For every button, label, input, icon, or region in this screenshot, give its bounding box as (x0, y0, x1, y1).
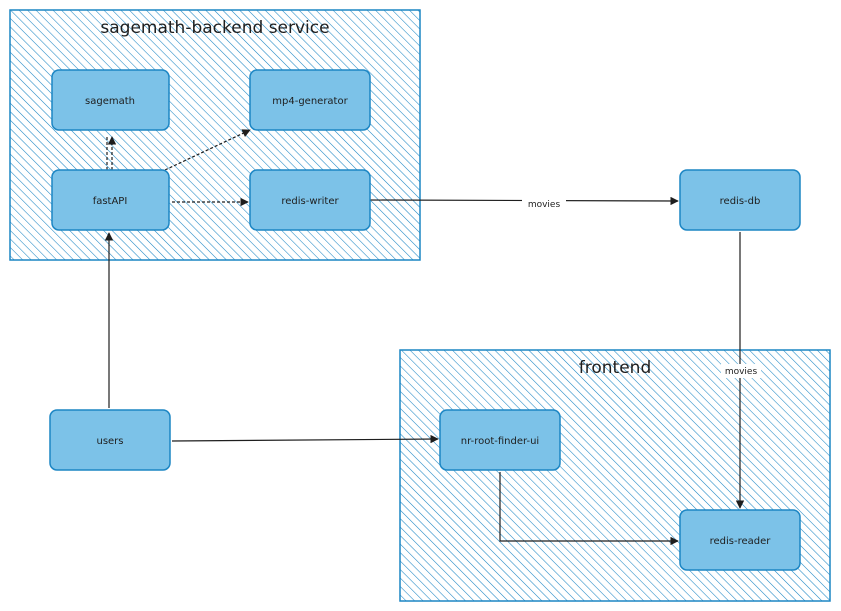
edge-label-bg-db-reader (721, 364, 761, 378)
node-redis-writer[interactable]: redis-writer (249, 169, 371, 231)
node-fastapi-label: fastAPI (93, 196, 128, 207)
node-fastapi-box (51, 169, 170, 231)
group-backend-label: sagemath-backend service (100, 18, 329, 38)
edge-nr-root-finder-ui-redis-reader (499, 472, 679, 546)
node-redis-reader-box (679, 509, 801, 571)
edge-users-nr-root-finder-ui (171, 434, 439, 444)
node-mp4-generator-box (249, 69, 371, 131)
node-redis-writer-box (249, 169, 371, 231)
node-users[interactable]: users (49, 409, 171, 471)
node-sagemath[interactable]: sagemath (51, 69, 170, 131)
node-redis-db-box (679, 169, 801, 231)
node-users-label: users (96, 436, 123, 447)
node-redis-writer-label: redis-writer (281, 196, 339, 207)
edge-fastapi-mp4-generator (164, 129, 251, 171)
edges: movies movies (104, 129, 761, 546)
node-mp4-generator[interactable]: mp4-generator (249, 69, 371, 131)
node-nr-root-finder-ui[interactable]: nr-root-finder-ui (439, 409, 561, 471)
node-users-box (49, 409, 171, 471)
node-fastapi[interactable]: fastAPI (51, 169, 170, 231)
node-redis-reader[interactable]: redis-reader (679, 509, 801, 571)
node-mp4-generator-label: mp4-generator (272, 96, 348, 107)
node-nr-root-finder-ui-box (439, 409, 561, 471)
edge-label-writer-db: movies (528, 200, 561, 210)
node-redis-db-label: redis-db (720, 196, 761, 207)
node-sagemath-label: sagemath (85, 96, 135, 107)
node-sagemath-box (51, 69, 170, 131)
node-redis-db[interactable]: redis-db (679, 169, 801, 231)
node-redis-reader-label: redis-reader (710, 536, 772, 547)
node-nr-root-finder-ui-label: nr-root-finder-ui (461, 436, 539, 447)
edge-label-bg-writer-db (522, 197, 566, 211)
nodes: sagemath mp4-generator fastAPI redis-wri… (49, 69, 801, 571)
group-frontend-label: frontend (579, 358, 651, 378)
edge-label-db-reader: movies (725, 367, 758, 377)
